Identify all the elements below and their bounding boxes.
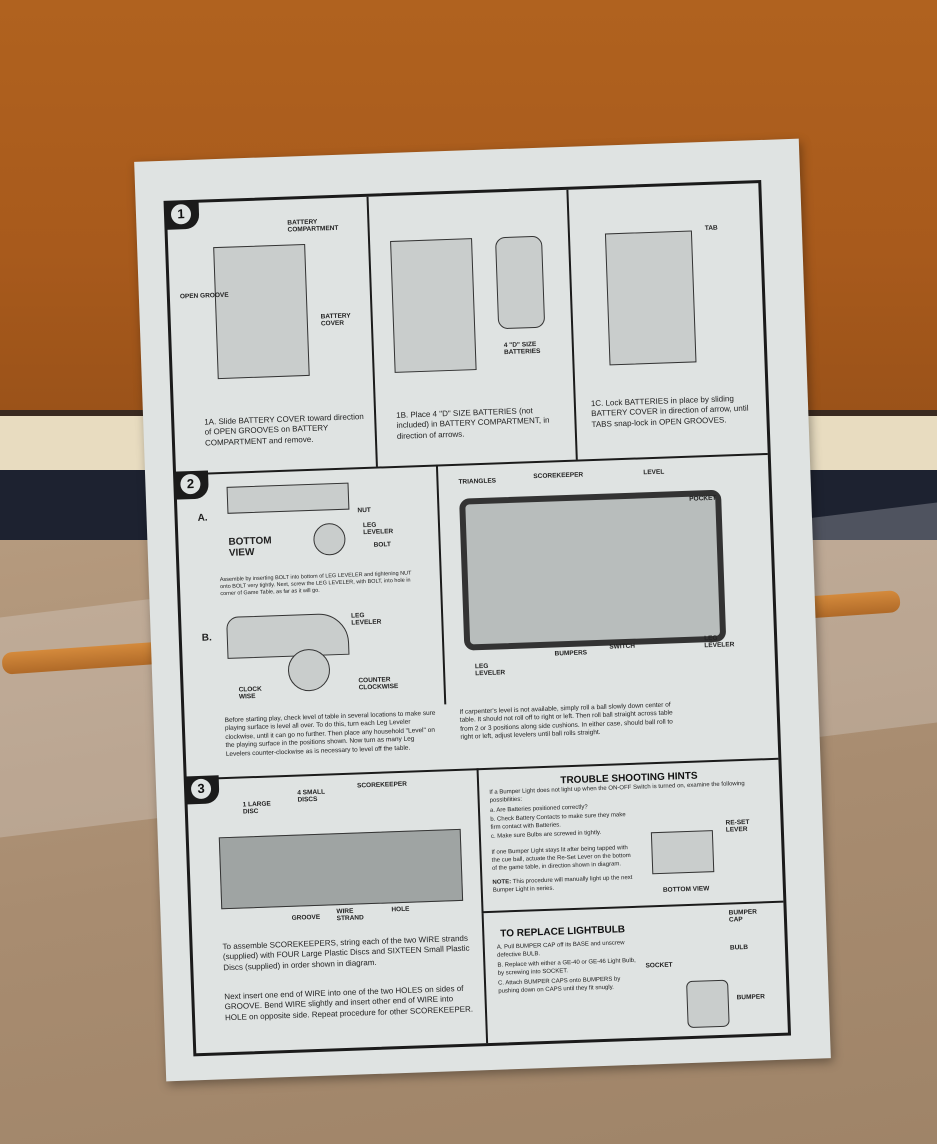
step-2-left: A. BOTTOM VIEW NUT LEG LEVELER BOLT Asse… [176, 465, 446, 779]
step-3-left: 1 LARGE DISC 4 SMALL DISCS SCOREKEEPER G… [187, 768, 486, 1053]
label: LEG LEVELER [351, 612, 382, 627]
label: LEVEL [643, 468, 665, 477]
label: 4 "D" SIZE BATTERIES [503, 340, 541, 357]
label: CLOCK WISE [238, 685, 262, 701]
step-1a-text: 1A. Slide BATTERY COVER toward direction… [204, 412, 364, 448]
label: BUMPER CAP [728, 908, 758, 924]
step-1b-text: 1B. Place 4 "D" SIZE BATTERIES (not incl… [395, 406, 550, 441]
label: 1 LARGE DISC [242, 800, 271, 816]
game-table-illustration [459, 489, 727, 651]
label: SWITCH [609, 642, 636, 651]
label: SCOREKEEPER [533, 471, 584, 481]
step-2-section: 2 A. BOTTOM VIEW NUT LEG LEVELER BOLT As… [173, 452, 779, 781]
label: BULB [729, 943, 749, 952]
ball-roll-instructions: If carpenter's level is not available, s… [459, 701, 673, 742]
label: NUT [357, 506, 371, 515]
label: BATTERY COMPARTMENT [287, 218, 339, 234]
leveling-instructions: Before starting play, check level of tab… [224, 709, 436, 758]
label: LEG LEVELER [362, 521, 394, 537]
scorekeeper-text-1: To assemble SCOREKEEPERS, string each of… [222, 933, 470, 973]
label: GROOVE [291, 913, 321, 922]
label: BOTTOM VIEW [228, 535, 272, 559]
battery-compartment-illustration [604, 230, 697, 366]
instruction-sheet: 1 BATTERY COMPARTMENT OPEN GROOVE BATTER… [134, 138, 831, 1082]
label: COUNTER CLOCKWISE [358, 676, 399, 692]
label: BOTTOM VIEW [662, 885, 710, 894]
label: TRIANGLES [458, 477, 497, 486]
note-text: This procedure will manually light up th… [492, 874, 633, 894]
label: WIRE STRAND [336, 907, 364, 923]
leg-leveler-illustration [287, 648, 331, 692]
replace-lightbulb-section: TO REPLACE LIGHTBULB A. Pull BUMPER CAP … [481, 902, 788, 1044]
table-corner-illustration [226, 612, 350, 659]
scorekeeper-illustration [218, 828, 464, 910]
label: RE-SET LEVER [725, 818, 750, 834]
assembly-note: Assemble by inserting BOLT into bottom o… [219, 570, 412, 598]
step-1b: 4 "D" SIZE BATTERIES 1B. Place 4 "D" SIZ… [366, 189, 576, 467]
leg-leveler-illustration [312, 522, 346, 556]
battery-compartment-illustration [390, 238, 477, 373]
label: BATTERY COVER [320, 312, 351, 328]
bumper-illustration [686, 979, 730, 1029]
label: SOCKET [645, 961, 673, 970]
label: SCOREKEEPER [356, 780, 408, 790]
note-label: NOTE: [492, 879, 512, 886]
step-1c-text: 1C. Lock BATTERIES in place by sliding B… [590, 394, 749, 429]
label: A. [197, 512, 208, 524]
label: POCKET [689, 494, 717, 503]
lightbulb-step: A. Pull BUMPER CAP off its BASE and unsc… [496, 940, 625, 959]
lightbulb-step: C. Attach BUMPER CAPS onto BUMPERS by pu… [497, 976, 621, 995]
label: 4 SMALL DISCS [297, 788, 326, 804]
step-1a: BATTERY COMPARTMENT OPEN GROOVE BATTERY … [167, 197, 376, 474]
lightbulb-step: B. Replace with either a GE-40 or GE-46 … [497, 957, 636, 977]
instruction-frame: 1 BATTERY COMPARTMENT OPEN GROOVE BATTER… [163, 180, 792, 1057]
step-3-section: 3 1 LARGE DISC 4 SMALL DISCS SCOREKEEPER… [184, 757, 788, 1053]
trouble-paragraph: If one Bumper Light stays lit after bein… [491, 845, 631, 872]
label: BUMPER [736, 993, 765, 1002]
table-leg-illustration [226, 482, 350, 514]
label: LEG LEVELER [474, 662, 506, 678]
label: BUMPERS [554, 649, 588, 658]
reset-lever-illustration [650, 830, 715, 875]
label: TAB [704, 224, 718, 233]
step-2-right: TRIANGLES SCOREKEEPER LEVEL POCKET BUMPE… [435, 452, 777, 705]
scorekeeper-text-2: Next insert one end of WIRE into one of … [224, 983, 474, 1023]
trouble-shooting-section: TROUBLE SHOOTING HINTS If a Bumper Light… [476, 757, 784, 914]
label: HOLE [391, 905, 410, 914]
battery-compartment-illustration [213, 243, 310, 380]
step-1-section: 1 BATTERY COMPARTMENT OPEN GROOVE BATTER… [164, 183, 768, 476]
label: BOLT [373, 541, 392, 549]
step-1c: TAB 1C. Lock BATTERIES in place by slidi… [566, 183, 768, 460]
batteries-illustration [495, 235, 546, 330]
label: LEG LEVELER [704, 634, 735, 650]
label: B. [201, 632, 213, 644]
